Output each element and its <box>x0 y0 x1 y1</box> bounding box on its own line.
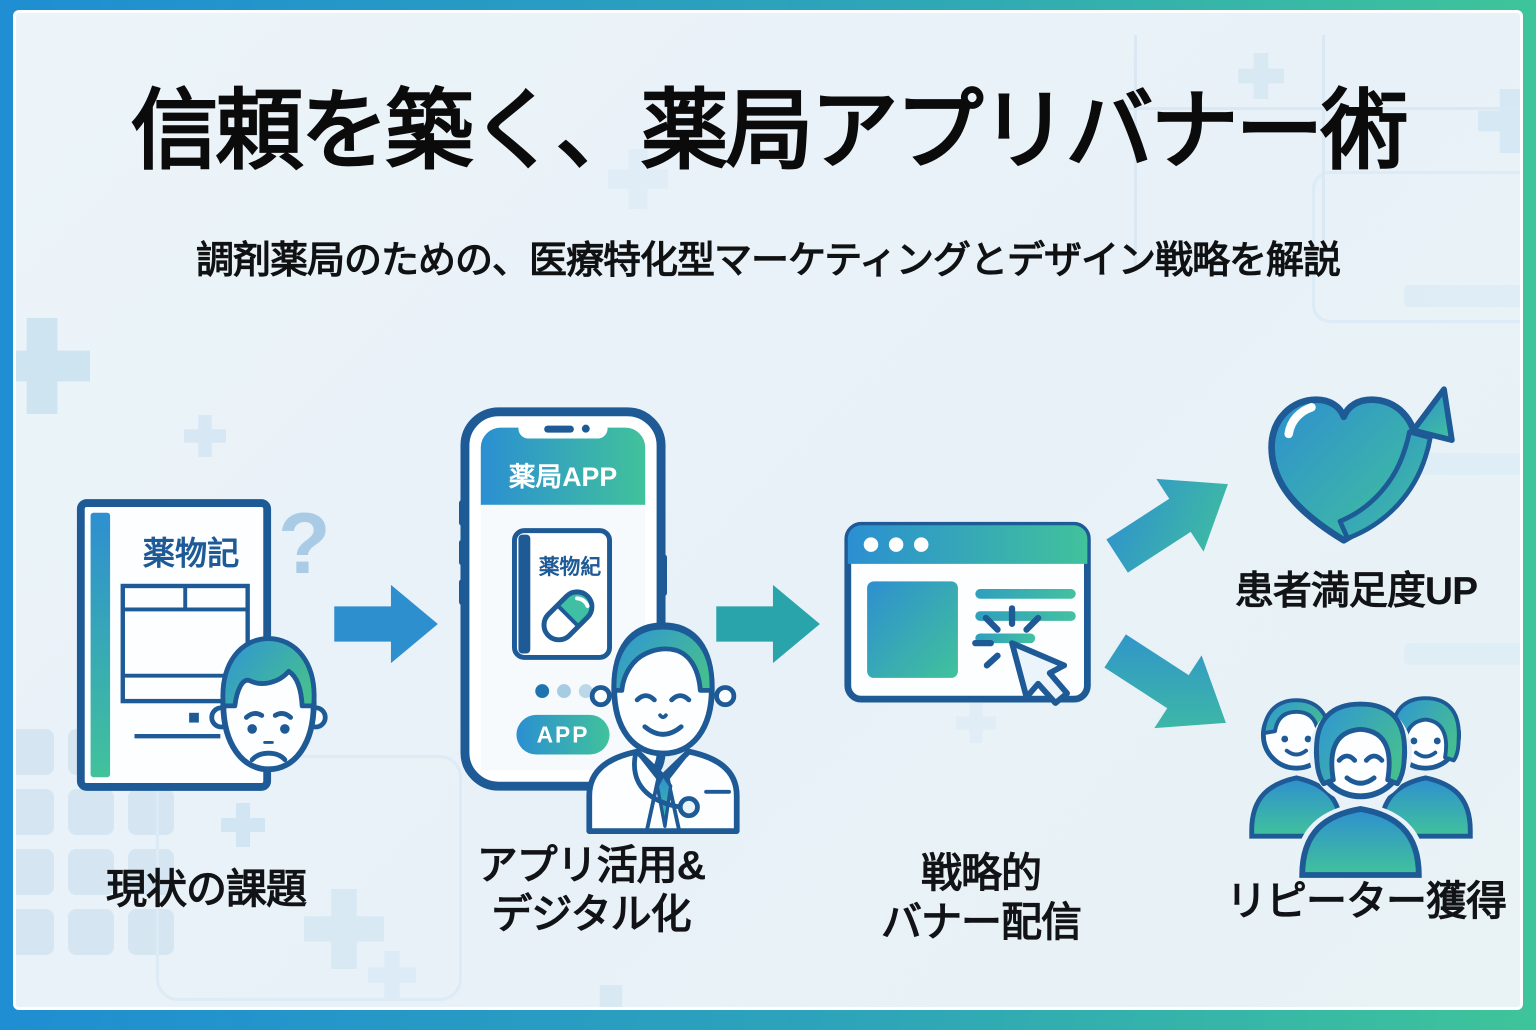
step3-label: 戦略的 バナー配信 <box>826 849 1136 947</box>
step3-label-line1: 戦略的 <box>921 850 1042 896</box>
phone-header-text: 薬局APP <box>509 462 617 492</box>
page-title: 信頼を築く、薬局アプリバナー術 <box>130 81 1408 180</box>
card-outline-decoration <box>156 755 462 1001</box>
page-subtitle: 調剤薬局のための、医療特化型マーケティングとデザイン戦略を解説 <box>196 240 1341 282</box>
document-title-text: 薬物記 <box>143 536 240 572</box>
building-windows-decoration <box>16 729 174 955</box>
card-outline-decoration <box>1312 171 1520 323</box>
result1-label: 患者満足度UP <box>1234 570 1478 613</box>
grid-line-decoration <box>1116 107 1520 110</box>
arrow-down-right-icon <box>1104 634 1226 729</box>
carousel-dot <box>578 684 593 699</box>
app-badge-text: APP <box>537 722 590 748</box>
browser-banner-icon <box>844 521 1091 706</box>
step2-label-line1: アプリ活用& <box>476 842 707 888</box>
pill-capsule-icon <box>541 589 595 643</box>
grid-line-decoration <box>1134 35 1137 267</box>
poster-board: 信頼を築く、薬局アプリバナー術 調剤薬局のための、医療特化型マーケティングとデザ… <box>13 10 1523 1010</box>
person-front-center <box>1299 701 1422 878</box>
arrow-right-icon <box>334 584 438 664</box>
doctor-pharmacist-icon <box>586 622 740 834</box>
record-card-title-text: 薬物紀 <box>539 555 602 579</box>
step2-label: アプリ活用& デジタル化 <box>431 841 751 939</box>
bar-decoration <box>1404 453 1520 475</box>
bar-decoration <box>1404 643 1520 665</box>
carousel-dot-active <box>535 684 550 699</box>
step3-label-line2: バナー配信 <box>881 899 1082 946</box>
question-mark-icon: ? <box>278 496 331 592</box>
heart-growth-arrow-icon <box>1268 386 1455 544</box>
bar-decoration <box>1404 285 1520 307</box>
arrow-right-icon <box>716 584 820 664</box>
grid-line-decoration <box>1322 35 1325 267</box>
step2-label-line2: デジタル化 <box>491 891 691 938</box>
worried-patient-face-icon <box>209 636 328 773</box>
background-decorations <box>16 13 1520 1007</box>
step1-label: 現状の課題 <box>106 866 307 912</box>
app-badge <box>516 714 610 755</box>
arrow-up-right-icon <box>1106 478 1228 573</box>
carousel-dot <box>557 684 571 699</box>
result2-label: リピーター獲得 <box>1226 878 1507 924</box>
people-group-icon <box>1249 696 1473 878</box>
banner-image-placeholder <box>867 581 958 678</box>
click-cursor-icon <box>972 605 1070 706</box>
